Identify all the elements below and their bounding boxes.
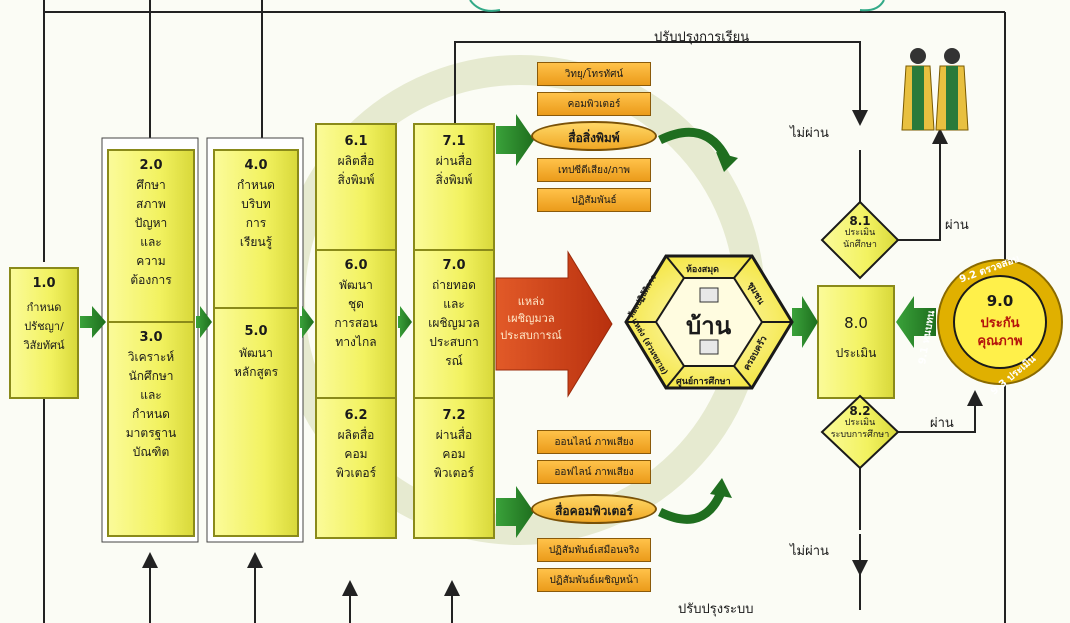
label-fail-bottom: ไม่ผ่าน (790, 544, 829, 559)
box-4-0-text: กำหนด บริบท การ เรียนรู้ (237, 178, 275, 249)
curl-arrow-bottom (658, 488, 727, 524)
media-computer: คอมพิวเตอร์ (537, 92, 651, 116)
big-arrow-label: แหล่ง เผชิญมวล ประสบการณ์ (500, 295, 562, 342)
computer-icon (699, 287, 719, 303)
box-2-0-text: ศึกษา สภาพ ปัญหา และ ความ ต้องการ (130, 178, 172, 287)
hex-center-home: บ้าน (686, 312, 732, 340)
box-6-2 (315, 397, 397, 539)
media-online: ออนไลน์ ภาพเสียง (537, 430, 651, 454)
diamond-8-1-line1: ประเมิน (844, 228, 876, 238)
media-computer-highlight: สื่อคอมพิวเตอร์ (531, 494, 657, 524)
media-offline: ออฟไลน์ ภาพเสียง (537, 460, 651, 484)
arrow-1-to-2 (80, 306, 106, 338)
hex-library: ห้องสมุด (686, 265, 720, 275)
box-5-0-text: พัฒนา หลักสูตร (233, 346, 279, 379)
label-improve-learning: ปรับปรุงการเรียน (654, 30, 750, 45)
box-7-2-number: 7.2 (442, 408, 466, 423)
media-interaction: ปฏิสัมพันธ์ (537, 188, 651, 212)
people-figures (901, 48, 969, 131)
box-5-0 (213, 307, 299, 537)
diamond-8-1-line2: นักศึกษา (843, 240, 877, 250)
diamond-8-2-line1: ประเมิน (844, 418, 876, 428)
box-2-0-number: 2.0 (139, 158, 163, 173)
box-8-0-number: 8.0 (844, 314, 868, 332)
arrow-3-to-4 (196, 306, 212, 338)
box-4-0 (213, 149, 299, 309)
box-6-2-text: ผลิตสื่อ คอม พิวเตอร์ (335, 428, 377, 480)
box-6-1 (315, 123, 397, 251)
diamond-8-1-number: 8.1 (849, 214, 871, 228)
diamond-8-1 (820, 200, 900, 280)
box-7-2-text: ผ่านสื่อ คอม พิวเตอร์ (433, 428, 475, 480)
box-7-0-number: 7.0 (442, 258, 466, 273)
label-pass-bottom: ผ่าน (930, 416, 954, 431)
arrow-7-1-to-print-media (496, 114, 534, 166)
box-6-1-text: ผลิตสื่อ สิ่งพิมพ์ (337, 154, 375, 187)
box-7-1 (413, 123, 495, 251)
box-7-0 (413, 249, 495, 399)
qa-inner-circle (953, 275, 1047, 369)
arrow-hex-to-8 (792, 296, 818, 348)
box-7-0-text: ถ่ายทอด และ เผชิญมวล ประสบกา รณ์ (428, 278, 480, 368)
box-2-0 (107, 149, 195, 323)
qa-number: 9.0 (986, 292, 1014, 310)
box-1-0-text: กำหนด ปรัชญา/ วิสัยทัศน์ (23, 301, 65, 352)
label-pass-top: ผ่าน (945, 218, 969, 233)
arrow-7-2-to-computer-media (496, 486, 534, 538)
box-3-0-text: วิเคราะห์ นักศึกษา และ กำหนด มาตรฐาน บัณ… (125, 350, 177, 459)
arrow-6-to-7 (398, 306, 412, 338)
qa-line1: ประกัน (980, 316, 1020, 331)
box-7-1-number: 7.1 (442, 134, 466, 149)
diamond-8-2 (820, 394, 900, 470)
feedback-improve-learning-line (454, 41, 868, 126)
box-8-0 (817, 285, 895, 399)
arrow-5-to-6 (300, 306, 314, 338)
media-print-highlight: สื่อสิ่งพิมพ์ (531, 121, 657, 151)
hex-education-center: ศูนย์การศึกษา (676, 377, 731, 387)
box-4-0-number: 4.0 (244, 158, 268, 173)
box-6-2-number: 6.2 (344, 408, 368, 423)
box-5-0-number: 5.0 (244, 324, 268, 339)
curl-arrow-top (658, 127, 730, 161)
box-1-0 (9, 267, 79, 399)
diamond-8-2-number: 8.2 (849, 404, 871, 418)
title-bracket-left (469, 0, 501, 12)
big-arrow-experience-sources (495, 250, 613, 398)
box-8-0-text: ประเมิน (835, 346, 877, 360)
diamond-8-2-line2: ระบบการศึกษา (830, 430, 890, 440)
printer-icon (699, 339, 719, 355)
box-7-2 (413, 397, 495, 539)
box-1-0-number: 1.0 (32, 276, 56, 291)
box-6-0-number: 6.0 (344, 258, 368, 273)
label-fail-top: ไม่ผ่าน (790, 126, 829, 141)
box-7-1-text: ผ่านสื่อ สิ่งพิมพ์ (435, 154, 473, 187)
arrow-9-to-8 (896, 296, 936, 348)
media-virtual-interaction: ปฏิสัมพันธ์เสมือนจริง (537, 538, 651, 562)
box-6-0-text: พัฒนา ชุด การสอน ทางไกล (334, 278, 378, 349)
box-3-0-number: 3.0 (139, 330, 163, 345)
media-tape-cd: เทปซีดีเสียง/ภาพ (537, 158, 651, 182)
media-radio-tv: วิทยุ/โทรทัศน์ (537, 62, 651, 86)
qa-line2: คุณภาพ (977, 334, 1023, 349)
box-3-0 (107, 321, 195, 537)
media-face-to-face: ปฏิสัมพันธ์เผชิญหน้า (537, 568, 651, 592)
label-improve-system: ปรับปรุงระบบ (678, 602, 754, 617)
box-6-1-number: 6.1 (344, 134, 368, 149)
title-bracket-right (859, 0, 885, 12)
